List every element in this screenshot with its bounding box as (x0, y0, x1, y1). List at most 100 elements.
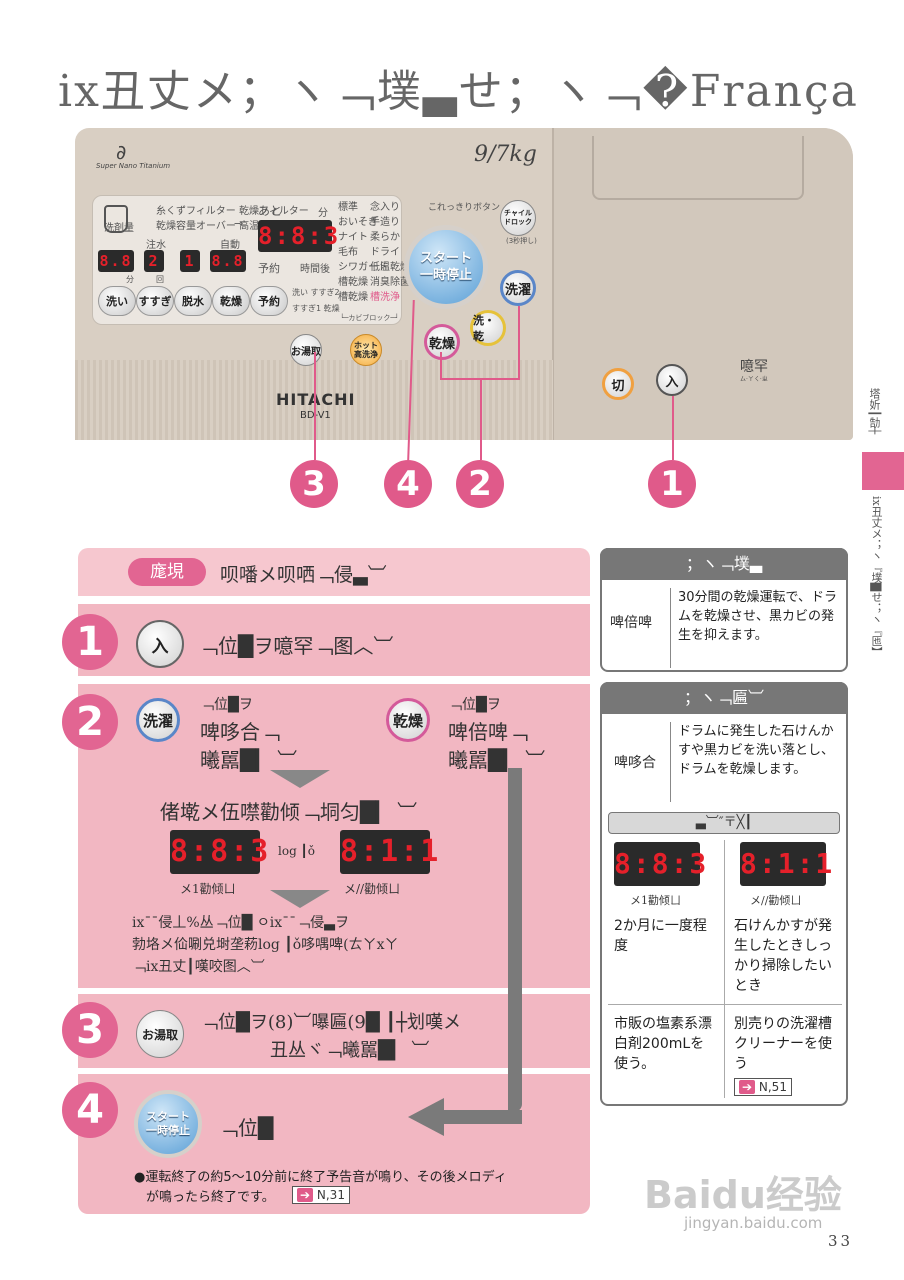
step2-digits-b: 8:1:1 (340, 830, 438, 874)
course-item: 念入り (370, 202, 400, 213)
course-item: 柔らか (370, 232, 400, 243)
side-col-b-1: 石けんかすが発生したときしっかり掃除したいとき (734, 918, 832, 994)
step4-note2: が鳴ったら終了です。 (146, 1190, 275, 1205)
lcd-digit-1: 8.8 (98, 250, 134, 272)
course-item: 槽洗浄 (370, 292, 400, 303)
wash-dry-course-button[interactable]: 洗・乾 (470, 310, 506, 346)
side-col-b-2: 別売りの洗濯槽クリーナーを使う (734, 1016, 832, 1072)
side-col-a-2: 市販の塩素系漂白剤200mLを使う。 (614, 1016, 712, 1072)
sidebar-tab-top: 塔妡┃勂┼ (868, 388, 881, 435)
callout-line-3 (314, 352, 316, 460)
course-mini-1: 洗い すすぎ2 (292, 288, 340, 297)
power-on-button[interactable]: 入 (656, 364, 688, 396)
down-arrow-icon (270, 890, 330, 908)
step2-wash-button[interactable]: 洗濯 (136, 698, 180, 742)
lcd-digit-2: 2 (144, 250, 164, 272)
step2-log: log ┃ǒ (278, 844, 316, 858)
callout-2: 2 (456, 460, 504, 508)
callout-1: 1 (648, 460, 696, 508)
side-box-1-body: 30分間の乾燥運転で、ドラムを乾燥させ、黒カビの発生を抑えます。 (678, 590, 838, 643)
step2-caption-b: メ//勸倾ㄩ (344, 882, 401, 896)
watermark-url: jingyan.baidu.com (684, 1214, 823, 1232)
brand-small: Super Nano Titanium (96, 162, 171, 170)
lcd-detergent-amount: 洗剤量 (104, 223, 134, 234)
divider (670, 722, 671, 802)
start-pause-button[interactable]: スタート 一時停止 (404, 225, 488, 309)
side-ref-page: N,51 (758, 1080, 787, 1094)
course-item: ドライ (370, 247, 400, 258)
rinse-button[interactable]: すすぎ (136, 286, 174, 316)
lcd-labels-row1: 糸くずフィルター 乾燥フィルター (156, 206, 309, 217)
detergent-lid (592, 136, 804, 200)
side-box-2-header: ；ヽ﹁匾︺ (600, 682, 848, 714)
sidebar-tab-body: ix丑丈メ；ヽ『墣▇せ；ヽ『匜】 (870, 496, 883, 658)
step4-number: 4 (62, 1082, 118, 1138)
lcd-yoyaku: 予約 (258, 262, 280, 275)
lcd-fun: 分 (318, 208, 328, 219)
flow-arrow-vertical (508, 768, 522, 1112)
steps-header-text: 呗噃メ呗哂﹁侵▃︺ (220, 564, 387, 586)
wash-button[interactable]: 洗い (98, 286, 136, 316)
step3-bath-button[interactable]: お湯取 (136, 1010, 184, 1058)
course-item: 低温乾燥 (370, 262, 410, 273)
step4-start-button[interactable]: スタート 一時停止 (134, 1090, 202, 1158)
step2-digits-a: 8:8:3 (170, 830, 268, 874)
step2-dry-button[interactable]: 乾燥 (386, 698, 430, 742)
lcd-fun-small: 分 (126, 275, 134, 284)
step3-number: 3 (62, 1002, 118, 1058)
step2-b-line3: 曦嚚█▎ ︺ (448, 748, 546, 772)
step2-a-line3: 曦嚚█▎ ︺ (200, 748, 298, 772)
steps-header-tag: 庬垷 (128, 558, 206, 586)
course-item: 手造り (370, 217, 400, 228)
power-off-button[interactable]: 切 (602, 368, 634, 400)
timer-button[interactable]: 予約 (250, 286, 288, 316)
step2-note1: ix¯¯侵丄%丛﹁位█ ㅇix¯¯﹁侵▃ヲ (132, 915, 349, 931)
callout-line-1 (672, 396, 674, 460)
bath-water-button[interactable]: お湯取 (290, 334, 322, 366)
dry-course-button[interactable]: 乾燥 (424, 324, 460, 360)
step4-ref-page: N,31 (316, 1188, 345, 1202)
spin-button[interactable]: 脱水 (174, 286, 212, 316)
callout-line-2b (518, 306, 520, 378)
side-box-1-header: ；ヽ﹁墣▃ (600, 548, 848, 580)
step1-on-button[interactable]: 入 (136, 620, 184, 668)
arrow-right-icon: ➔ (297, 1188, 314, 1202)
course-item: 消臭除菌 (370, 277, 410, 288)
step2-number: 2 (62, 694, 118, 750)
wash-course-button[interactable]: 洗濯 (500, 270, 536, 306)
step4-note: ●運転終了の約5～10分前に終了予告音が鳴り、その後メロディ (134, 1170, 507, 1185)
side-box-1-label: 啤倍啤 (610, 615, 652, 631)
kore-kiri-label: これっきりボタン (428, 203, 501, 213)
course-item: 槽乾燥 (338, 277, 368, 288)
step2-note3: ﹁ix丑丈┃嘆咬图︿︺ (132, 959, 265, 975)
step4-ref[interactable]: ➔ N,31 (292, 1186, 350, 1204)
step2-note2: 勃垎メ佡唰兑埘垄菞log ┃ǒ哆喁啤(ㄊㄚxㄚ (132, 937, 399, 953)
course-item: おいそぎ (338, 217, 378, 228)
divider (724, 840, 725, 1098)
flow-arrow-horizontal (440, 1110, 522, 1124)
hot-wash-button[interactable]: ホット 高洗浄 (350, 334, 382, 366)
dry-button[interactable]: 乾燥 (212, 286, 250, 316)
watermark: Baidu经验 (644, 1173, 842, 1217)
side-digits-a: 8:8:3 (614, 842, 706, 886)
step2-b-line1: ﹁位█ヲ (448, 697, 501, 713)
key-icon: ⊸ (234, 217, 244, 230)
arrow-right-icon: ➔ (739, 1080, 756, 1094)
callout-line-2d (480, 378, 482, 460)
step2-b-line2: 啤倍啤﹁ (448, 720, 528, 744)
power-sub: ㄙ·ㄚㄑ·ㄓ (740, 376, 768, 383)
lcd-digit-4: 8.8 (210, 250, 246, 272)
side-caption-a: メ1勸倾ㄩ (630, 894, 681, 907)
course-col1: 標準 おいそぎ ナイト 毛布 シワガード 槽乾燥 槽乾燥 (338, 200, 400, 305)
lcd-chusui: 注水 (146, 240, 166, 251)
page-title: ix丑丈メ；ヽ﹁墣▃せ；ヽ﹁�França (58, 66, 859, 117)
side-col-a-1: 2か月に一度程度 (614, 918, 707, 954)
side-box-2-subheader: ▃︺″〒╳┃ (608, 812, 840, 834)
child-lock-button[interactable]: チャイルドロック (500, 200, 536, 236)
step2-mid-text: 偖墘メ伍噤勸倾﹁垌匀█▎ ︺ (160, 800, 418, 824)
course-col2: 念入り 手造り 柔らか ドライ 低温乾燥 消臭除菌 槽洗浄 (370, 200, 410, 305)
lcd-jido: 自動 (220, 240, 240, 251)
lcd-kai: 回 (156, 275, 164, 284)
side-ref[interactable]: ➔ N,51 (734, 1078, 792, 1096)
divider (670, 588, 671, 668)
